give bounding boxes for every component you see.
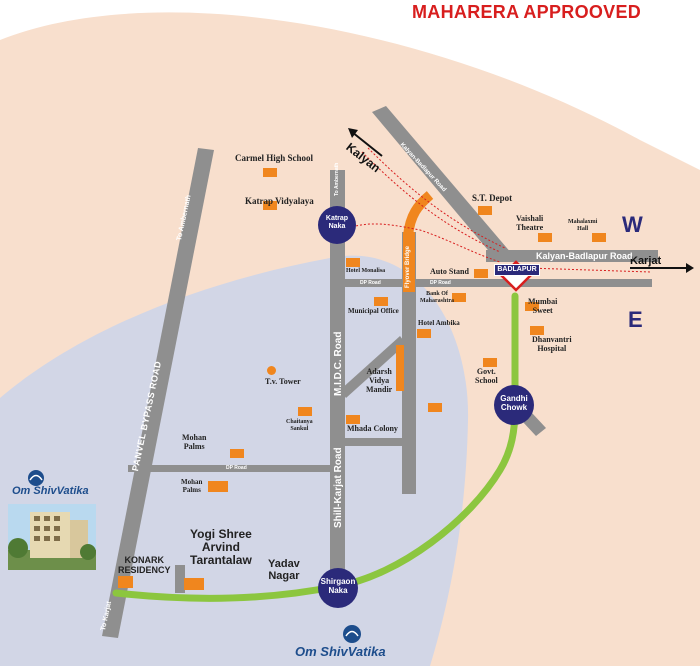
mumbai-sweet-label: Mumbai Sweet bbox=[528, 297, 558, 315]
konark-residency-marker bbox=[118, 576, 133, 588]
carmel-high-school-label: Carmel High School bbox=[235, 153, 313, 163]
mhada-colony-marker bbox=[346, 415, 360, 424]
konark-residency-label: KONARK RESIDENCY bbox=[118, 555, 171, 575]
chaitanya-sankul-label: Chaitanya Sankul bbox=[286, 419, 313, 432]
yadav-nagar-label: Yadav Nagar bbox=[268, 558, 300, 583]
flyover-road-shape bbox=[402, 232, 416, 494]
rail-line-2 bbox=[367, 147, 506, 249]
auto-stand-marker bbox=[474, 269, 488, 278]
east-label: E bbox=[628, 307, 643, 332]
bank-of-maharashtra-marker bbox=[452, 293, 466, 302]
shirgaon-naka-label: Shirgaon Naka bbox=[320, 577, 356, 595]
kalyan-diagonal-road-shape bbox=[372, 106, 512, 262]
mohan-palms-1-marker bbox=[230, 449, 244, 458]
project-name-bottom: Om ShivVatika bbox=[295, 644, 386, 659]
project-building-photo bbox=[8, 504, 96, 570]
mohan-palms-1-label: Mohan Palms bbox=[182, 433, 207, 451]
flyover-bridge-label: Flyover Bridge bbox=[405, 245, 411, 288]
rail-line-4 bbox=[527, 267, 651, 273]
project-logo-bottom bbox=[343, 625, 361, 643]
konark-stub-road-shape bbox=[175, 565, 185, 593]
municipal-office-label: Municipal Office bbox=[348, 307, 399, 315]
dp-road-lower-label: DP Road bbox=[226, 465, 247, 471]
adarsh-vidya-mandir-label: Adarsh Vidya Mandir bbox=[366, 367, 393, 394]
kalyan-badlapur-road-label: Kalyan-Badlapur Road bbox=[536, 251, 633, 261]
panvel-bypass-road-shape bbox=[102, 148, 214, 638]
flyover-bridge-curve bbox=[403, 191, 434, 237]
west-label: W bbox=[622, 212, 643, 237]
dhanvantri-hospital-marker bbox=[530, 326, 544, 335]
rail-line-3 bbox=[329, 223, 501, 263]
shirgaon-naka-node bbox=[318, 568, 358, 608]
mhada-colony-label: Mhada Colony bbox=[347, 424, 398, 433]
mhada-road-shape bbox=[345, 438, 405, 446]
auto-stand-label: Auto Stand bbox=[430, 267, 469, 276]
mahalaxmi-hall-marker bbox=[592, 233, 606, 242]
govt-school-marker bbox=[483, 358, 497, 367]
midc-road-shape bbox=[330, 170, 345, 590]
vaishali-theatre-label: Vaishali Theatre bbox=[516, 214, 544, 232]
project-name-top: Om ShivVatika bbox=[12, 485, 89, 497]
tv-tower-label: T.v. Tower bbox=[265, 377, 301, 386]
katrap-naka-label: Katrap Naka bbox=[325, 215, 349, 230]
govt-school-label: Govt. School bbox=[475, 367, 498, 385]
tv-tower-marker bbox=[267, 366, 276, 375]
badlapur-label: BADLAPUR bbox=[494, 264, 540, 276]
project-logo-top bbox=[28, 470, 44, 486]
bank-of-maharashtra-label: Bank Of Maharashtra bbox=[420, 291, 454, 304]
mahalaxmi-hall-label: Mahalaxmi Hall bbox=[568, 219, 598, 232]
connector-road-shape bbox=[340, 336, 406, 398]
karjat-direction-label: Karjat bbox=[630, 255, 662, 267]
adarsh-vidya-mandir-marker bbox=[396, 345, 404, 391]
yogi-shree-marker bbox=[184, 578, 204, 590]
shill-karjat-road-label: Shill-Karjat Road bbox=[333, 447, 344, 528]
mohan-palms-2-marker bbox=[208, 481, 228, 492]
gandhi-chowk-label: Gandhi Chowk bbox=[500, 394, 528, 412]
maharera-approved-banner: MAHARERA APPROOVED bbox=[412, 2, 642, 22]
rail-line-1 bbox=[361, 151, 501, 253]
karjat-arrow-head bbox=[686, 263, 694, 273]
adarsh-extra-marker bbox=[428, 403, 442, 412]
flyover-bridge-shape bbox=[403, 232, 415, 292]
dhanvantri-hospital-label: Dhanvantri Hospital bbox=[532, 335, 572, 353]
katrap-vidyalaya-marker bbox=[263, 201, 277, 210]
municipal-office-marker bbox=[374, 297, 388, 306]
mumbai-sweet-marker bbox=[525, 302, 539, 311]
to-ambernath-midc-label: To Ambernath bbox=[334, 162, 340, 196]
mohan-palms-2-label: Mohan Palms bbox=[181, 478, 203, 494]
dp-road-lower-shape bbox=[128, 465, 332, 472]
vaishali-theatre-marker bbox=[538, 233, 552, 242]
st-depot-label: S.T. Depot bbox=[472, 193, 513, 203]
dp-road-upper-label: DP Road bbox=[360, 280, 381, 286]
carmel-high-school-marker bbox=[263, 168, 277, 177]
gandhi-chowk-node bbox=[494, 385, 534, 425]
dp-road-upper-shape bbox=[340, 279, 652, 287]
kalyan-arrow-head bbox=[348, 128, 358, 138]
midc-road-label: M.I.D.C. Road bbox=[333, 331, 344, 396]
kalyan-badlapur-road-shape bbox=[486, 250, 658, 262]
dp-road-upper-label-2: DP Road bbox=[430, 280, 451, 286]
katrap-vidyalaya-label: Katrap Vidyalaya bbox=[245, 196, 314, 206]
st-depot-marker bbox=[478, 206, 492, 215]
katrap-naka-node bbox=[318, 206, 356, 244]
chaitanya-sankul-marker bbox=[298, 407, 312, 416]
route-to-project bbox=[112, 292, 519, 602]
yogi-shree-arvind-tarantalaw-label: Yogi Shree Arvind Tarantalaw bbox=[190, 527, 252, 568]
hotel-monalisa-label: Hotel Monalisa bbox=[346, 268, 386, 274]
kalyan-arrow-line bbox=[351, 131, 383, 157]
hotel-ambika-label: Hotel Ambika bbox=[418, 319, 460, 327]
hotel-ambika-marker bbox=[417, 329, 431, 338]
hotel-monalisa-marker bbox=[346, 258, 360, 267]
